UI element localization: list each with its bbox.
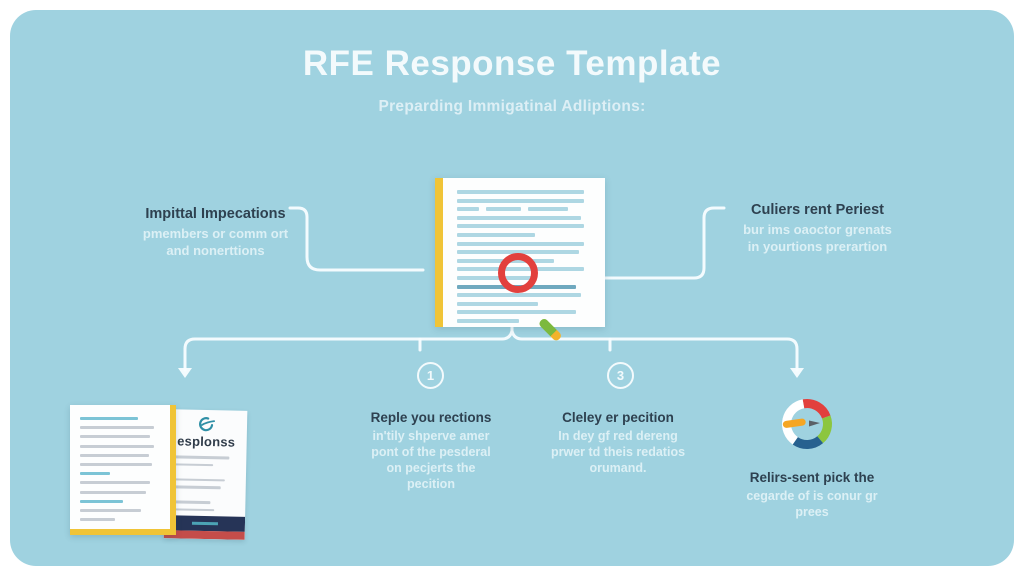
back-document-brand: esplonss bbox=[177, 433, 236, 450]
right-block-line1: bur ims oaoctor grenats bbox=[743, 222, 892, 237]
right-block-title: Culiers rent Periest bbox=[751, 202, 884, 218]
page-title: RFE Response Template bbox=[302, 44, 722, 83]
back-document-footer-bar bbox=[163, 515, 246, 532]
col2-line: prwer td theis redatios bbox=[550, 445, 686, 459]
right-block-line2: in yourtions prerartion bbox=[747, 239, 888, 254]
bottom-column-3: Relirs-sent pick the cegarde of is conur… bbox=[726, 470, 898, 520]
col1-title: Reple you rections bbox=[370, 410, 492, 425]
left-down-arrow bbox=[178, 368, 192, 378]
front-document-lines bbox=[80, 417, 160, 527]
page-subtitle: Preparding Immigatinal Adliptions: bbox=[378, 98, 646, 115]
col2-line: In dey gf red dereng bbox=[558, 429, 678, 443]
left-block-title: Impittal Impecations bbox=[145, 206, 286, 222]
col2-title: Cleley er pecition bbox=[562, 410, 674, 425]
document-yellow-stripe bbox=[435, 178, 443, 327]
col1-line: in'tily shperve amer bbox=[372, 429, 490, 443]
back-document: esplonss bbox=[163, 409, 248, 540]
col1-line: pecition bbox=[407, 477, 455, 491]
gauge-line: cegarde of is conur gr bbox=[746, 489, 878, 503]
front-document bbox=[70, 405, 176, 535]
gauge-title: Relirs-sent pick the bbox=[749, 470, 875, 485]
left-block-line2: and nonerttions bbox=[166, 243, 265, 258]
back-document-lines bbox=[172, 455, 238, 516]
left-text-block: Impittal Impecations pmembers or comm or… bbox=[98, 206, 333, 259]
col1-line: on pecjerts the bbox=[386, 461, 476, 475]
col1-line: pont of the pesderal bbox=[371, 445, 491, 459]
col2-line: orumand. bbox=[589, 461, 647, 475]
bottom-column-1: Reple you rections in'tily shperve amer … bbox=[340, 410, 522, 492]
branch-rail bbox=[183, 330, 799, 372]
gauge-line: prees bbox=[795, 505, 829, 519]
document-stack-icon: esplonss bbox=[68, 403, 248, 543]
right-text-block: Culiers rent Periest bur ims oaoctor gre… bbox=[700, 202, 935, 255]
infographic-canvas: RFE Response Template Preparding Immigat… bbox=[10, 10, 1014, 566]
left-block-line1: pmembers or comm ort bbox=[142, 226, 289, 241]
gauge-needle-icon bbox=[782, 418, 820, 428]
right-down-arrow bbox=[790, 368, 804, 378]
bottom-column-2: Cleley er pecition In dey gf red dereng … bbox=[528, 410, 708, 476]
document-magnifier-icon bbox=[435, 178, 605, 327]
swirl-logo-icon bbox=[199, 417, 216, 432]
step-badge-1: 1 bbox=[417, 362, 444, 389]
step-badge-3: 3 bbox=[607, 362, 634, 389]
gauge-icon bbox=[782, 399, 832, 449]
magnifier-lens-icon bbox=[498, 253, 538, 293]
